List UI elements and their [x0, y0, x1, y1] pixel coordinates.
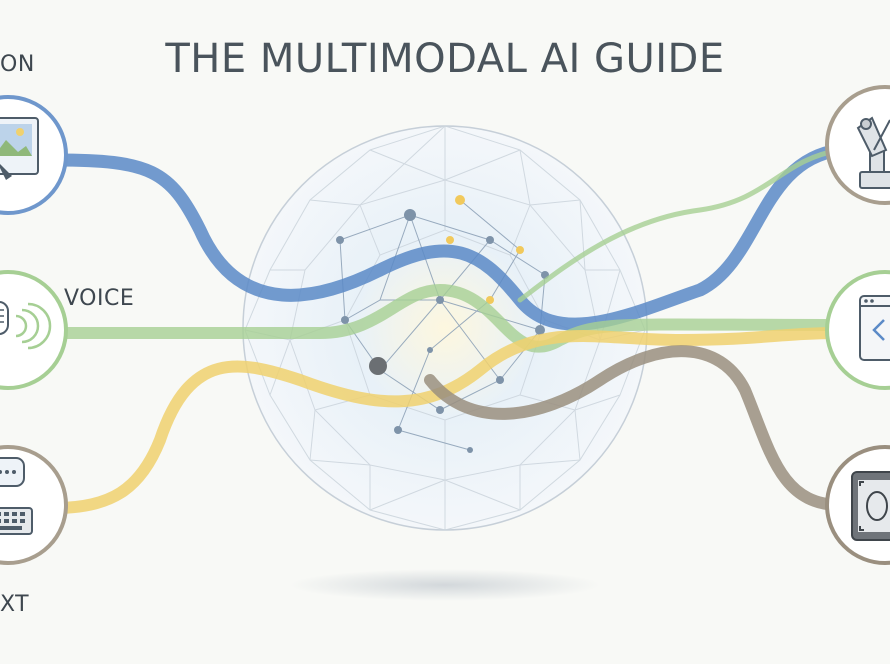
- input-voice-label: VOICE: [64, 286, 135, 311]
- sphere-shadow: [290, 569, 600, 601]
- diagram-title: THE MULTIMODAL AI GUIDE: [165, 36, 725, 82]
- input-voice-disc: [0, 270, 68, 390]
- output-robot-disc: [825, 85, 890, 205]
- flow-voice-input: [49, 283, 846, 353]
- scan-device-icon: [851, 471, 890, 541]
- input-image-label: ON: [0, 52, 35, 77]
- output-code-disc: [825, 270, 890, 390]
- robot-arm-icon: [856, 116, 890, 189]
- code-window-icon: [859, 295, 890, 361]
- input-text-label: XT: [0, 592, 30, 617]
- input-text-disc: [0, 445, 68, 565]
- keyboard-chat-icon: [0, 457, 33, 535]
- flow-image-input: [48, 143, 847, 331]
- network-sphere-icon: [242, 125, 648, 531]
- output-scan-disc: [825, 445, 890, 565]
- microphone-icon: [0, 301, 52, 350]
- flow-scan-output: [424, 345, 846, 511]
- flow-text-input: [49, 327, 846, 514]
- flow-lines: [48, 143, 847, 514]
- image-icon: [0, 117, 39, 180]
- input-image-disc: [0, 95, 68, 215]
- flow-voice-input-2: [517, 147, 843, 303]
